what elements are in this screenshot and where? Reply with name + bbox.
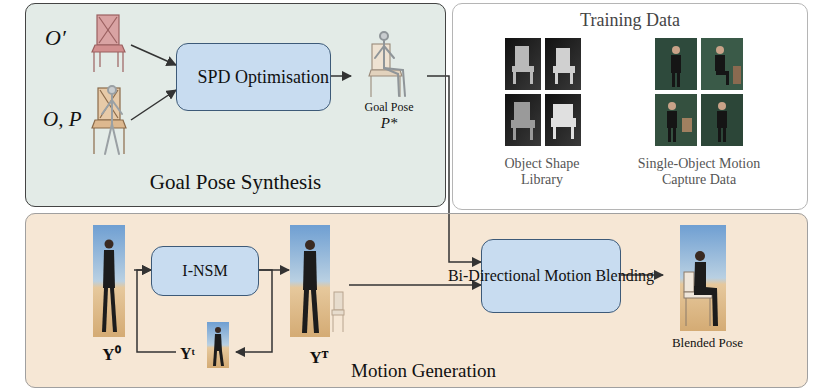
figure-label: Blended Pose: [663, 336, 752, 351]
image-caption: Single-Object Motion Capture Data: [624, 156, 774, 188]
figure-label: Yᵀ: [289, 348, 349, 368]
group-panel: Training Data: [452, 3, 808, 210]
figure-node: O, P: [41, 83, 131, 161]
figure-label: P*: [351, 115, 427, 132]
figure-label: O, P: [43, 107, 82, 131]
figure-node: Y⁰: [89, 226, 134, 369]
figure-node: Yᵗ: [176, 321, 236, 373]
panel-title: Motion Generation: [351, 360, 496, 382]
figure-label: Yᵗ: [180, 345, 195, 363]
process-box: I-NSM: [151, 246, 259, 296]
figure-node: O′: [41, 13, 131, 76]
connector-arrow: [427, 76, 481, 262]
figure-node: Yᵀ: [289, 226, 349, 373]
connector-arrow: [131, 90, 176, 120]
process-box: SPD Optimisation: [176, 43, 331, 111]
connector-arrow: [331, 75, 351, 77]
figure-label: Goal Pose: [351, 101, 427, 115]
figure-label: O′: [45, 25, 66, 50]
box-label: I-NSM: [182, 262, 227, 280]
process-box: Bi-Directional Motion Blending: [481, 239, 621, 313]
group-panel: Motion Generation Y⁰ I-NSM Yᵗ Yᵀ Bi-Direction…: [25, 213, 808, 388]
figure-label: Y⁰: [89, 345, 134, 365]
figure-node: Blended Pose: [663, 226, 752, 356]
box-label: Bi-Directional Motion Blending: [448, 267, 654, 285]
image-caption: Object Shape Library: [487, 156, 597, 188]
panel-title: Goal Pose Synthesis: [26, 170, 445, 194]
figure-node: Goal PoseP*: [351, 29, 427, 131]
connector-arrow: [131, 45, 176, 65]
group-panel: Goal Pose Synthesis O′ O, P SPD Optimisatio…: [25, 3, 446, 207]
box-label: SPD Optimisation: [198, 67, 310, 88]
panel-title: Training Data: [453, 10, 807, 31]
connector-arrow: [349, 284, 481, 286]
